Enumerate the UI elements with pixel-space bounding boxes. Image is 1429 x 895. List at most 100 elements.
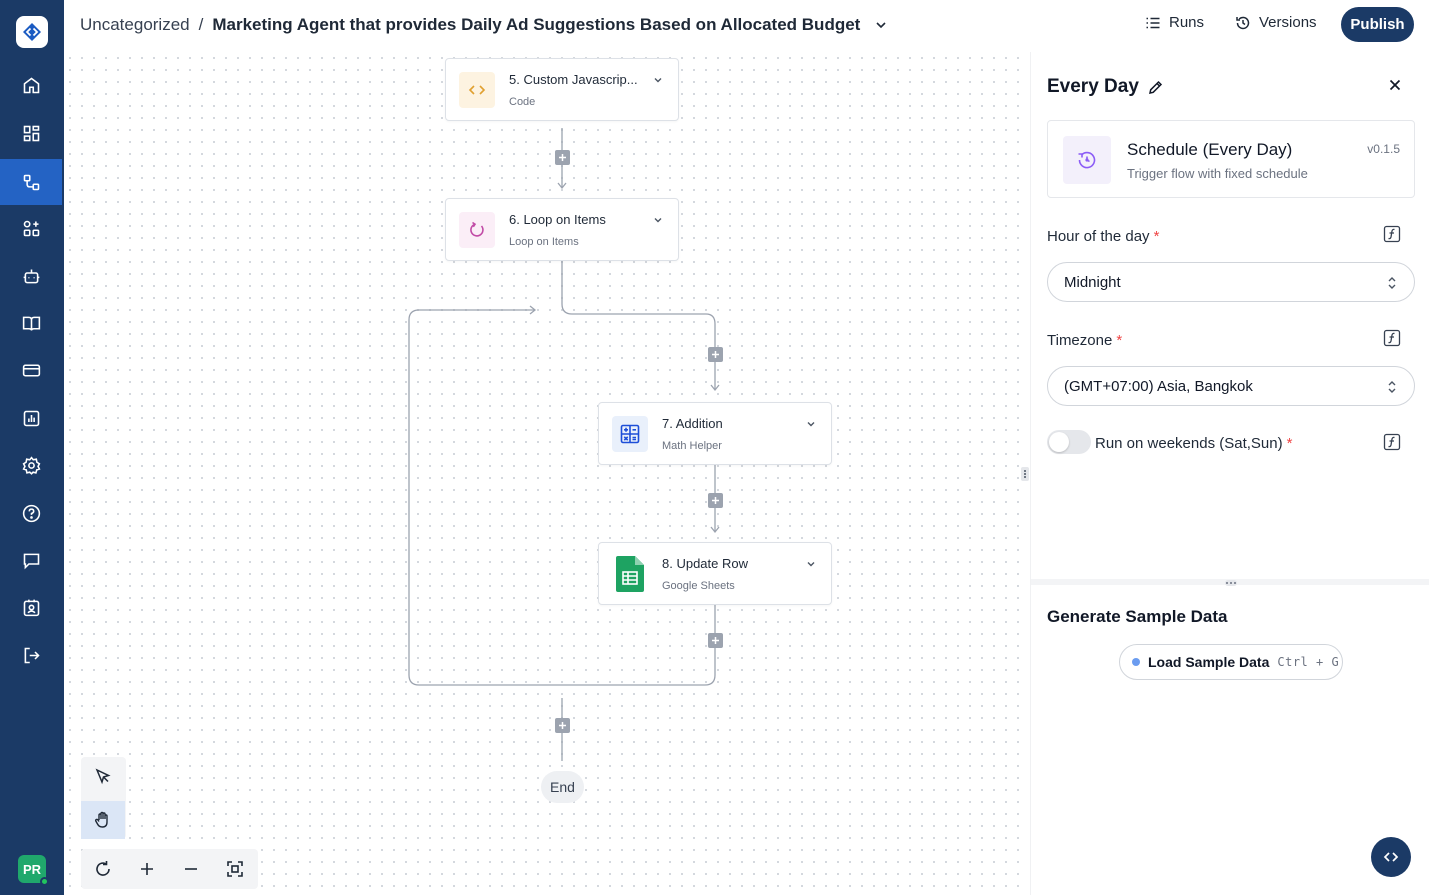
hour-label-text: Hour of the day: [1047, 228, 1150, 245]
apps-icon: [23, 220, 39, 236]
step-subtitle: Loop on Items: [509, 236, 579, 248]
sidebar-item-billing[interactable]: [0, 347, 62, 393]
step-title: 8. Update Row: [662, 556, 748, 571]
chevron-down-icon[interactable]: [652, 214, 664, 226]
timezone-field-label: Timezone*: [1047, 332, 1122, 349]
app-logo[interactable]: [16, 16, 48, 48]
versions-button[interactable]: Versions: [1235, 14, 1317, 31]
add-step-button[interactable]: [555, 718, 570, 733]
close-icon[interactable]: [1387, 77, 1403, 93]
breadcrumb-separator: /: [198, 15, 204, 34]
hour-select[interactable]: Midnight: [1047, 262, 1415, 302]
home-icon: [23, 77, 39, 93]
chevron-down-icon[interactable]: [652, 74, 664, 86]
flow-title[interactable]: Marketing Agent that provides Daily Ad S…: [212, 15, 861, 34]
required-marker: *: [1116, 332, 1123, 349]
calculator-icon: [612, 416, 648, 452]
sidebar: PR: [0, 0, 64, 895]
fit-screen-icon: [227, 861, 243, 877]
sidebar-item-settings[interactable]: [0, 442, 62, 488]
flow-connections: [408, 128, 720, 761]
plus-icon: [559, 722, 566, 729]
google-sheets-icon: [612, 556, 648, 592]
add-step-button[interactable]: [708, 633, 723, 648]
breadcrumb: Uncategorized / Marketing Agent that pro…: [80, 15, 888, 35]
chevron-down-icon[interactable]: [805, 418, 817, 430]
sidebar-item-logout[interactable]: [0, 632, 62, 678]
section-resize-handle[interactable]: [1225, 580, 1237, 586]
history-icon: [1236, 16, 1250, 29]
code-icon: [459, 72, 495, 108]
panel-resize-handle[interactable]: [1021, 467, 1029, 481]
panel-title-text[interactable]: Every Day: [1047, 76, 1139, 97]
cursor-icon: [95, 768, 111, 785]
timezone-select[interactable]: (GMT+07:00) Asia, Bangkok: [1047, 366, 1415, 406]
trigger-card[interactable]: Schedule (Every Day) Trigger flow with f…: [1047, 120, 1415, 198]
plus-icon: [141, 863, 153, 875]
sidebar-item-docs[interactable]: [0, 300, 62, 346]
flow-step-custom-javascript[interactable]: 5. Custom Javascrip... Code: [445, 58, 679, 121]
pan-tool-button[interactable]: [81, 801, 125, 839]
publish-button[interactable]: Publish: [1341, 7, 1414, 42]
schedule-icon: [1063, 136, 1111, 184]
flow-step-loop-on-items[interactable]: 6. Loop on Items Loop on Items: [445, 198, 679, 261]
flow-end-marker: End: [541, 771, 584, 803]
chart-icon: [23, 410, 39, 426]
step-subtitle: Math Helper: [662, 440, 722, 452]
sidebar-item-feedback[interactable]: [0, 537, 62, 583]
assistant-button[interactable]: [1371, 837, 1411, 877]
formula-toggle-icon[interactable]: [1383, 225, 1401, 243]
formula-toggle-icon[interactable]: [1383, 329, 1401, 347]
formula-toggle-icon[interactable]: [1383, 433, 1401, 451]
hand-icon: [94, 811, 108, 828]
edit-pencil-icon[interactable]: [1147, 79, 1164, 96]
flow-step-update-row[interactable]: 8. Update Row Google Sheets: [598, 542, 832, 605]
keyboard-shortcut: Ctrl + G: [1277, 655, 1340, 669]
zoom-in-button[interactable]: [125, 849, 169, 889]
avatar[interactable]: PR: [18, 855, 49, 886]
plus-icon: [559, 154, 566, 161]
load-sample-data-label: Load Sample Data: [1148, 654, 1270, 670]
step-settings-panel: Every Day Schedule (Every Day) Trigger f…: [1030, 52, 1429, 895]
sidebar-item-account[interactable]: [0, 584, 62, 630]
versions-label: Versions: [1259, 14, 1317, 31]
sample-data-title: Generate Sample Data: [1047, 607, 1228, 626]
book-icon: [22, 316, 40, 331]
badge-icon: [23, 599, 39, 616]
breadcrumb-folder[interactable]: Uncategorized: [80, 15, 190, 34]
required-marker: *: [1153, 228, 1160, 245]
flow-step-addition[interactable]: 7. Addition Math Helper: [598, 402, 832, 465]
sidebar-item-dashboard[interactable]: [0, 110, 62, 156]
flow-menu-chevron-icon[interactable]: [874, 18, 888, 32]
add-step-button[interactable]: [555, 150, 570, 165]
minus-icon: [185, 868, 197, 870]
add-step-button[interactable]: [708, 493, 723, 508]
settings-icon: [22, 455, 40, 475]
weekends-field-label: Run on weekends (Sat,Sun)*: [1095, 435, 1292, 452]
bot-icon: [23, 269, 39, 283]
loop-icon: [459, 212, 495, 248]
sidebar-item-apps[interactable]: [0, 205, 62, 251]
select-tool-button[interactable]: [81, 757, 125, 795]
sidebar-item-home[interactable]: [0, 62, 62, 108]
step-title: 5. Custom Javascrip...: [509, 72, 638, 87]
fit-view-button[interactable]: [213, 849, 257, 889]
sidebar-item-help[interactable]: [0, 490, 62, 536]
avatar-initials: PR: [22, 861, 42, 877]
drag-dots-icon: [1021, 467, 1029, 481]
zoom-out-button[interactable]: [169, 849, 213, 889]
select-arrows-icon: [1388, 277, 1396, 289]
flow-canvas[interactable]: 5. Custom Javascrip... Code 6. Loop on I…: [64, 52, 1024, 895]
runs-button[interactable]: Runs: [1145, 14, 1204, 31]
code-brackets-icon: [1383, 852, 1399, 862]
sidebar-item-agents[interactable]: [0, 253, 62, 299]
timezone-select-value: (GMT+07:00) Asia, Bangkok: [1064, 378, 1253, 395]
toggle-knob: [1049, 432, 1069, 452]
add-step-button[interactable]: [708, 347, 723, 362]
chevron-down-icon[interactable]: [805, 558, 817, 570]
reset-view-button[interactable]: [81, 849, 125, 889]
load-sample-data-button[interactable]: Load Sample Data Ctrl + G: [1119, 644, 1343, 680]
sidebar-item-analytics[interactable]: [0, 395, 62, 441]
sidebar-item-flows[interactable]: [0, 159, 62, 205]
run-on-weekends-toggle[interactable]: [1047, 430, 1091, 454]
